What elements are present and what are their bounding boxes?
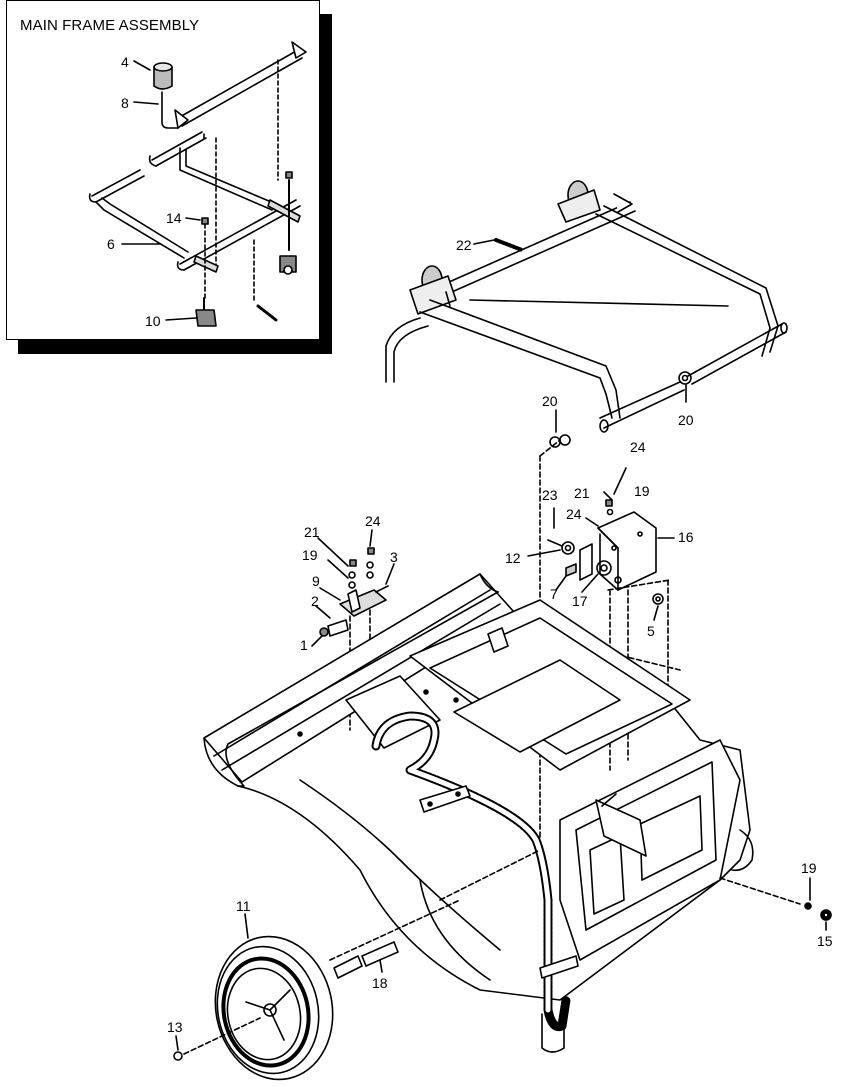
callout-9: 9 — [312, 573, 320, 589]
machine-body-drawing — [203, 573, 801, 1053]
upper-frame-drawing — [385, 180, 788, 841]
callout-17: 17 — [572, 593, 588, 609]
callout-7: 7 — [550, 586, 558, 602]
callout-6: 6 — [107, 236, 115, 252]
callout-1: 1 — [300, 637, 308, 653]
callout-20-right: 20 — [678, 412, 694, 428]
callout-2: 2 — [311, 593, 319, 609]
callout-19-left: 19 — [302, 547, 318, 563]
inset-callout-labels: 4 8 14 6 10 — [107, 54, 182, 329]
callout-23: 23 — [542, 487, 558, 503]
callout-16: 16 — [678, 529, 694, 545]
callout-3: 3 — [390, 549, 398, 565]
callout-19-right: 19 — [634, 483, 650, 499]
callout-15: 15 — [817, 933, 833, 949]
callout-22: 22 — [456, 237, 472, 253]
wheel-drawing — [173, 877, 832, 1081]
callout-21-right: 21 — [574, 485, 590, 501]
callout-21-left: 21 — [304, 524, 320, 540]
callout-24-top: 24 — [630, 439, 646, 455]
callout-24-left: 24 — [365, 513, 381, 529]
callout-8: 8 — [121, 95, 129, 111]
callout-5: 5 — [647, 623, 655, 639]
main-frame-assembly-inset — [6, 0, 320, 340]
callout-11: 11 — [236, 898, 251, 914]
callout-12: 12 — [505, 550, 521, 566]
callout-10: 10 — [145, 313, 161, 329]
callout-4: 4 — [121, 54, 129, 70]
callout-labels: 22 20 20 24 21 19 23 24 16 12 7 17 5 21 … — [167, 237, 833, 1035]
callout-18: 18 — [372, 975, 388, 991]
callout-19-axle: 19 — [801, 860, 817, 876]
callout-14: 14 — [166, 210, 182, 226]
callout-24-mid: 24 — [566, 506, 582, 522]
callout-13: 13 — [167, 1019, 183, 1035]
inset-drawing — [88, 41, 307, 327]
callout-20-left: 20 — [542, 393, 558, 409]
inset-title: MAIN FRAME ASSEMBLY — [20, 17, 200, 34]
